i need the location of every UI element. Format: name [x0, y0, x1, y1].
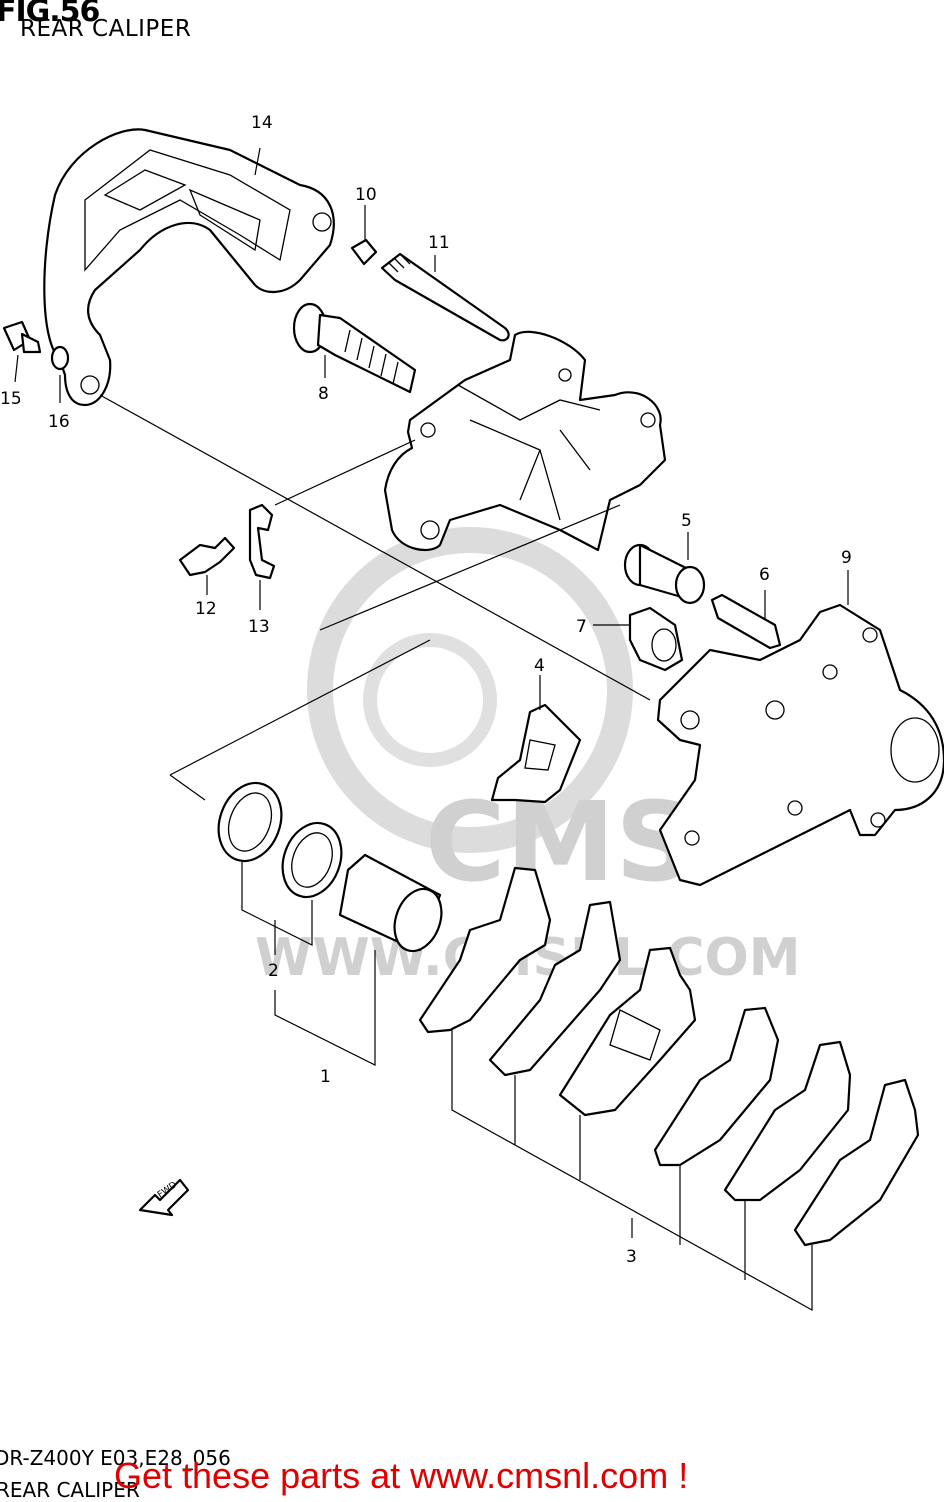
- callout-6: 6: [759, 565, 770, 585]
- part-3-pad-6: [793, 1078, 920, 1247]
- part-11-pin: [380, 252, 510, 342]
- callout-3: 3: [626, 1247, 637, 1267]
- watermark-brand: CMS: [425, 778, 694, 906]
- part-14-bracket: [43, 128, 335, 407]
- callouts: 14 10 11 8 15 16 12 13 5 6 7 9 4 2 1 3: [0, 113, 852, 1267]
- part-4-spring: [490, 703, 582, 804]
- part-caliper-body: [383, 330, 667, 552]
- callout-1: 1: [320, 1067, 331, 1087]
- part-1-piston: [338, 853, 443, 953]
- part-15-bolt: [2, 320, 42, 354]
- part-9-holder: [656, 603, 944, 887]
- callout-13: 13: [248, 617, 270, 637]
- part-12-bleeder: [178, 536, 236, 577]
- callout-4: 4: [534, 656, 545, 676]
- callout-14: 14: [251, 113, 273, 133]
- part-3-pad-4: [653, 1006, 780, 1167]
- part-6-pin: [710, 593, 782, 650]
- get-parts-link[interactable]: Get these parts at www.cmsnl.com !: [114, 1455, 689, 1496]
- callout-2: 2: [268, 961, 279, 981]
- part-16-washer: [50, 345, 70, 371]
- callout-8: 8: [318, 384, 329, 404]
- part-10-cap: [350, 238, 378, 266]
- part-7-boot: [628, 606, 684, 672]
- callout-16: 16: [48, 412, 70, 432]
- part-13-clip: [248, 503, 276, 580]
- figure-title: FIG.56: [0, 0, 100, 29]
- footer-subtitle: REAR CALIPER: [0, 1478, 140, 1502]
- part-3-pad-3: [558, 946, 697, 1117]
- callout-11: 11: [428, 233, 450, 253]
- part-2-seal-a: [217, 781, 283, 863]
- figure-subtitle: REAR CALIPER: [20, 16, 192, 42]
- part-3-pad-1: [418, 866, 552, 1034]
- part-3-pad-5: [723, 1040, 852, 1202]
- fwd-arrow: FWD: [138, 1178, 190, 1217]
- callout-7: 7: [576, 617, 587, 637]
- callout-9: 9: [841, 548, 852, 568]
- part-5-sleeve: [623, 543, 706, 605]
- callout-10: 10: [355, 185, 377, 205]
- leader-lines: [14, 147, 849, 1312]
- part-3-pad-2: [488, 900, 622, 1077]
- callout-15: 15: [0, 389, 22, 409]
- part-8-bolt: [292, 302, 417, 394]
- part-2-seal-b: [281, 821, 343, 899]
- callout-12: 12: [195, 599, 217, 619]
- callout-5: 5: [681, 511, 692, 531]
- diagram-code: DR-Z400Y E03,E28_056: [0, 1446, 231, 1470]
